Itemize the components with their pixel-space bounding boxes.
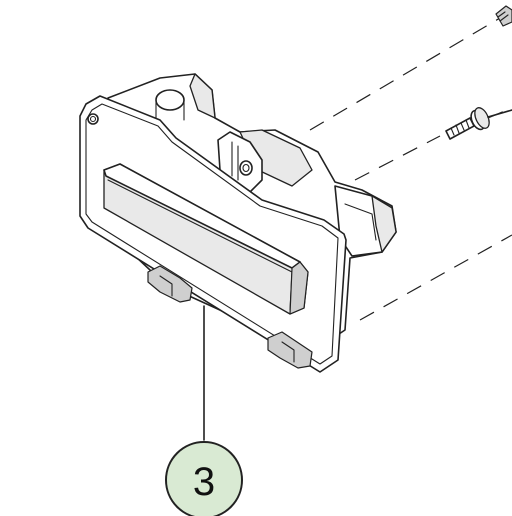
guide-line-top: [309, 17, 501, 131]
mounting-hole: [87, 113, 99, 125]
lower-clip-right: [267, 331, 313, 369]
guide-line-lower: [359, 234, 512, 321]
handle-assembly-icon: [79, 73, 397, 373]
guide-line-middle: [354, 135, 441, 181]
callout-circle: [165, 441, 243, 516]
screw-icon: [445, 107, 512, 140]
lower-clip-left: [147, 265, 193, 303]
housing-cylinder: [155, 89, 185, 111]
callout-label: 3: [193, 460, 215, 504]
screw-icon: [495, 5, 512, 27]
callout-badge: 3: [165, 441, 243, 516]
